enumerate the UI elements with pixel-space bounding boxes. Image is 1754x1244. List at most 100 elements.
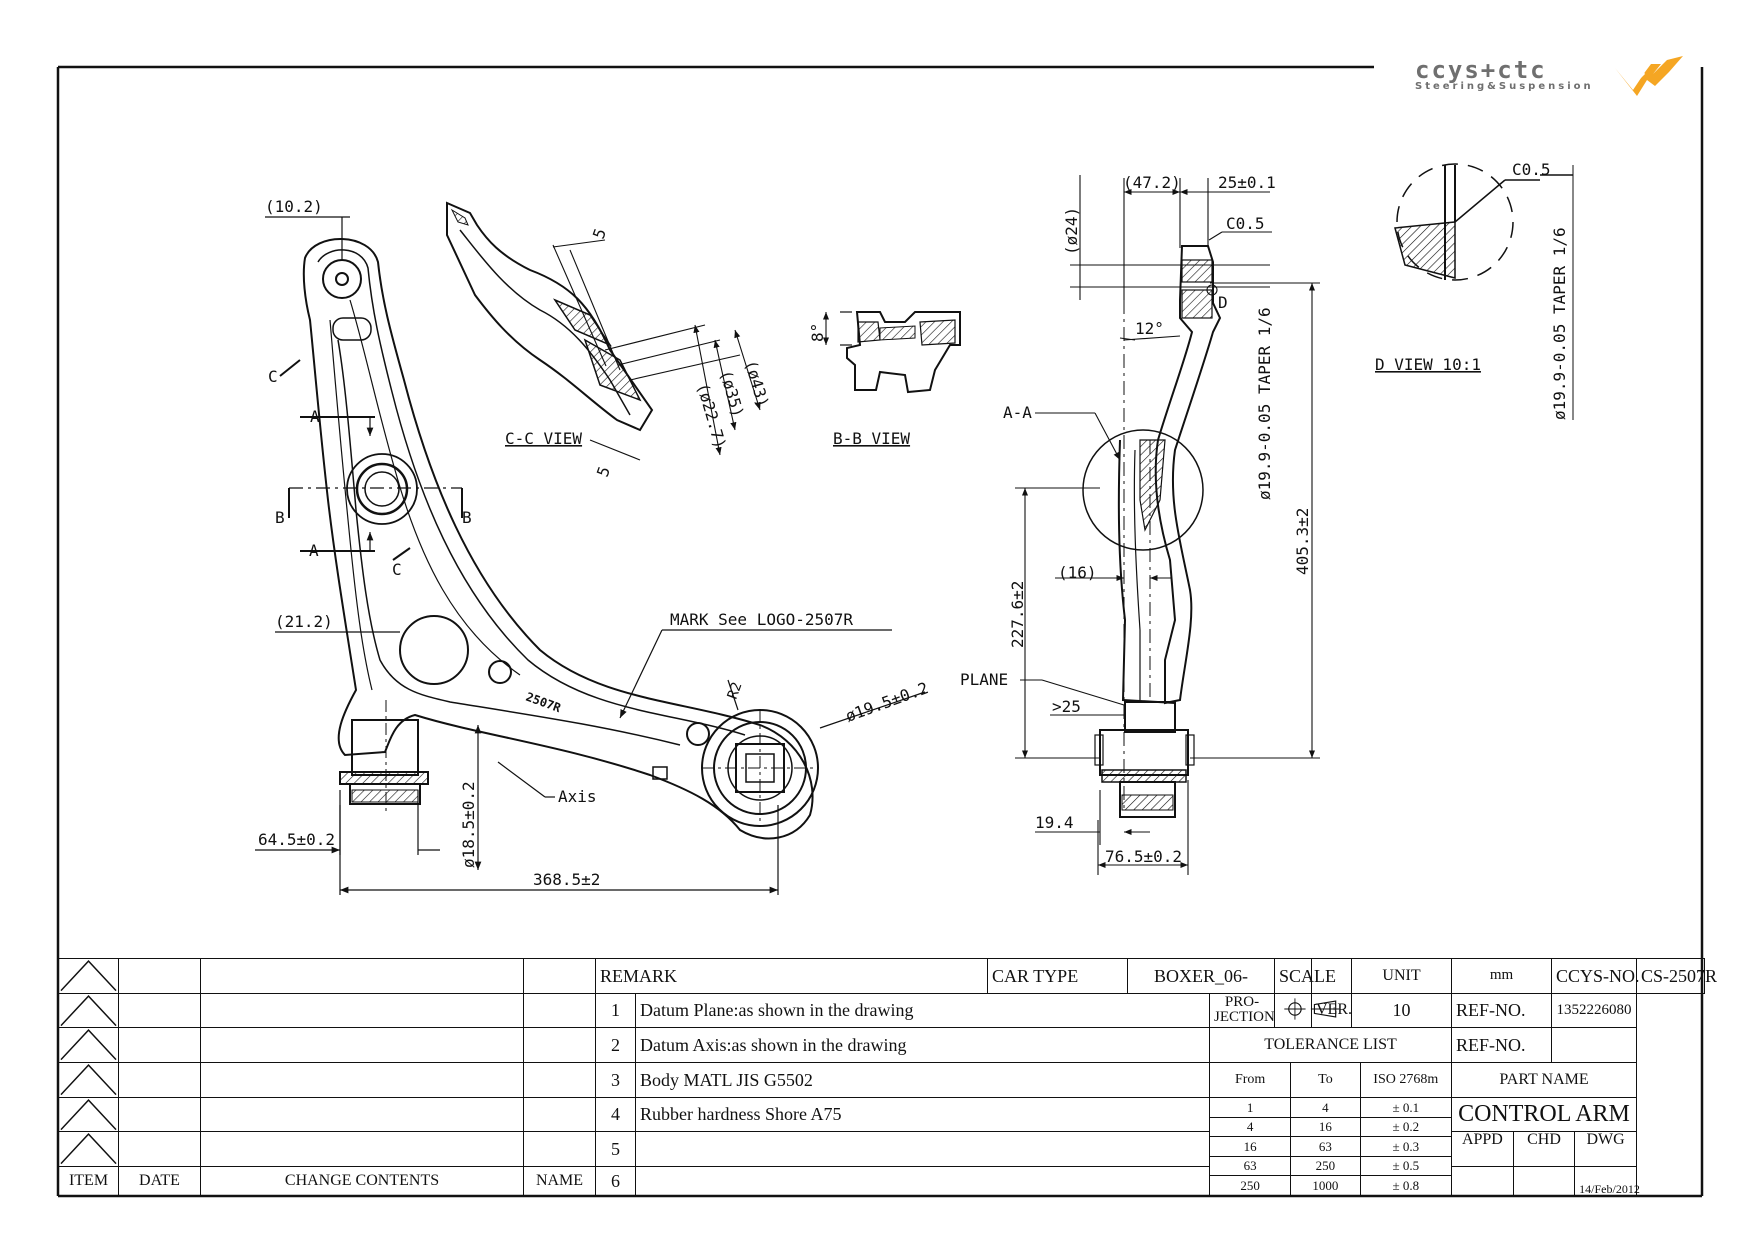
part-name-label: PART NAME (1451, 1061, 1637, 1098)
projection-label: PRO-JECTION (1209, 992, 1275, 1029)
ccys-no-value: CS-2507R (1636, 958, 1717, 994)
tol-row-value: ± 0.8 (1392, 1178, 1420, 1193)
dim-368-5: 368.5±2 (533, 870, 600, 889)
tolerance-list-title: TOLERANCE LIST (1209, 1027, 1452, 1063)
front-view (302, 238, 819, 840)
side-chamfer-c05: C0.5 (1226, 214, 1265, 233)
tol-row-from: 63 (1210, 1156, 1292, 1177)
mark-note: MARK See LOGO-2507R (670, 610, 853, 629)
remark-text-6 (635, 1165, 1210, 1197)
d-view (1394, 163, 1574, 420)
tol-row-value: ± 0.5 (1360, 1156, 1451, 1177)
remark-header: REMARK (595, 958, 988, 994)
cc-view (446, 201, 654, 432)
remark-text-5 (635, 1131, 1210, 1167)
dim-21-2: (21.2) (275, 612, 333, 631)
side-dim-76-5: 76.5±0.2 (1105, 847, 1182, 866)
car-type-label: CAR TYPE (987, 958, 1128, 994)
tol-std-header: ISO 2768m (1373, 1071, 1439, 1087)
side-view-labels: (ø24) (47.2) 25±0.1 C0.5 D 12° ø19.9-0.0… (960, 173, 1312, 866)
remark-num-6: 6 (595, 1165, 636, 1197)
tol-row-to: 1000 (1290, 1175, 1361, 1195)
rev-name-header: NAME (523, 1165, 596, 1197)
side-view-dimensions (1015, 175, 1320, 875)
rev-triangle-2 (58, 992, 119, 1029)
tol-row-from: 250 (1210, 1175, 1292, 1195)
scale-label: SCALE (1274, 958, 1336, 994)
chd-label: CHD (1513, 1132, 1576, 1166)
appd-label: APPD (1452, 1132, 1514, 1166)
rev-name-cell (523, 958, 596, 994)
rev-triangle-1 (58, 958, 119, 994)
d-view-taper-note: ø19.9-0.05 TAPER 1/6 (1550, 227, 1569, 420)
dim-10-2: (10.2) (265, 197, 323, 216)
bb-angle-8: 8° (808, 323, 827, 342)
rev-date-cell (118, 1131, 201, 1167)
ref-no2-label: REF-NO. (1451, 1027, 1552, 1063)
rev-triangle-3 (58, 1027, 119, 1063)
dim-r2: R2 (725, 680, 746, 701)
date-row: 14/Feb/2012 (1451, 1165, 1640, 1197)
d-view-chamfer: C0.5 (1512, 160, 1551, 179)
section-label-c-top: C (268, 367, 278, 386)
projection-symbol-icon (1274, 992, 1340, 1029)
title-block: REMARK CAR TYPE BOXER_06- SCALE UNIT mm … (58, 958, 1717, 1197)
car-type-value: BOXER_06- (1127, 958, 1275, 994)
rev-change-cell (200, 992, 524, 1029)
tol-row-to: 63 (1290, 1136, 1361, 1157)
front-view-labels: (10.2) C A B B A C (21.2) MARK See LOGO-… (258, 197, 931, 889)
tol-row-from: 1 (1210, 1097, 1292, 1118)
remark-num-5: 5 (595, 1131, 636, 1167)
section-label-a-bottom: A (309, 541, 319, 560)
rev-change-cell (200, 1096, 524, 1133)
rev-change-cell (200, 1027, 524, 1063)
section-label-b-left: B (275, 508, 285, 527)
remark-text-3: Body MATL JIS G5502 (635, 1061, 1210, 1098)
rev-date-cell (118, 1061, 201, 1098)
remark-text-2: Datum Axis:as shown in the drawing (635, 1027, 1210, 1063)
tol-row-to: 250 (1290, 1156, 1361, 1177)
side-angle-12: 12° (1135, 319, 1164, 338)
tol-row-from: 4 (1210, 1117, 1292, 1138)
dim-dia-19-5: ø19.5±0.2 (843, 678, 931, 726)
part-emboss: 2507R (524, 690, 563, 716)
rev-name-cell (523, 1027, 596, 1063)
remark-num-2: 2 (595, 1027, 636, 1063)
side-view (1082, 245, 1222, 818)
axis-label: Axis (558, 787, 597, 806)
rev-triangle-6 (58, 1131, 119, 1167)
tol-row-value: ± 0.2 (1360, 1117, 1451, 1138)
rev-date-cell (118, 958, 201, 994)
bb-view (822, 311, 961, 394)
rev-date-cell (118, 1027, 201, 1063)
unit-label: UNIT (1351, 958, 1452, 994)
remark-num-3: 3 (595, 1061, 636, 1098)
side-dim-405-3: 405.3±2 (1293, 508, 1312, 575)
ver-label: VER. (1311, 992, 1352, 1029)
side-dim-gt-25: >25 (1052, 697, 1081, 716)
side-dim-19-4: 19.4 (1035, 813, 1074, 832)
drawing-date: 14/Feb/2012 (1579, 1182, 1640, 1196)
d-view-labels: C0.5 D VIEW 10:1 ø19.9-0.05 TAPER 1/6 (1375, 160, 1569, 420)
ccys-no-label: CCYS-NO. (1551, 958, 1640, 994)
rev-change-cell (200, 958, 524, 994)
unit-value: mm (1451, 958, 1552, 994)
section-label-c-bottom: C (392, 560, 402, 579)
remark-num-4: 4 (595, 1096, 636, 1133)
bb-view-title: B-B VIEW (833, 429, 910, 448)
side-plane-label: PLANE (960, 670, 1008, 689)
logo-brand: ccys+ctc (1415, 56, 1547, 84)
ref-no-value: 1352226080 (1551, 992, 1637, 1029)
side-dim-227-6: 227.6±2 (1008, 581, 1027, 648)
rev-change-cell (200, 1061, 524, 1098)
sign-block: APPD CHD DWG (1451, 1131, 1637, 1167)
tol-row-to: 4 (1290, 1097, 1361, 1118)
tol-row-value: ± 0.3 (1360, 1136, 1451, 1157)
rev-triangle-4 (58, 1061, 119, 1098)
side-dim-16: (16) (1058, 563, 1097, 582)
remark-num-1: 1 (595, 992, 636, 1029)
